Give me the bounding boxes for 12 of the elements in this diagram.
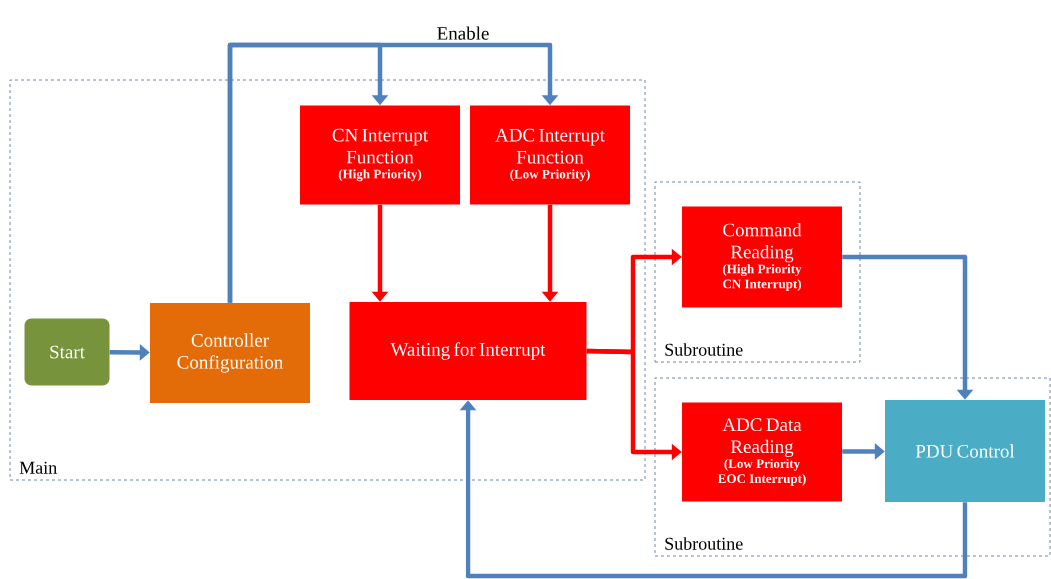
process-box: ADC Data Reading (Low Priority EOC Interrupt) [682, 402, 842, 502]
process-box: PDU Control [885, 400, 1045, 502]
edge-label: Enable [435, 25, 491, 41]
process-box: ADC Interrupt Function (Low Priority) [470, 105, 630, 205]
process-box: Command Reading (High Priority CN Interrupt) [682, 206, 842, 308]
arrow [459, 400, 968, 579]
process-box: CN Interrupt Function (High Priority) [300, 105, 460, 205]
arrow [227, 42, 559, 303]
arrow [842, 254, 974, 400]
process-box: Controller Configuration [150, 303, 310, 403]
process-box: Waiting for Interrupt [349, 302, 587, 400]
start-box: Start [24, 318, 110, 386]
